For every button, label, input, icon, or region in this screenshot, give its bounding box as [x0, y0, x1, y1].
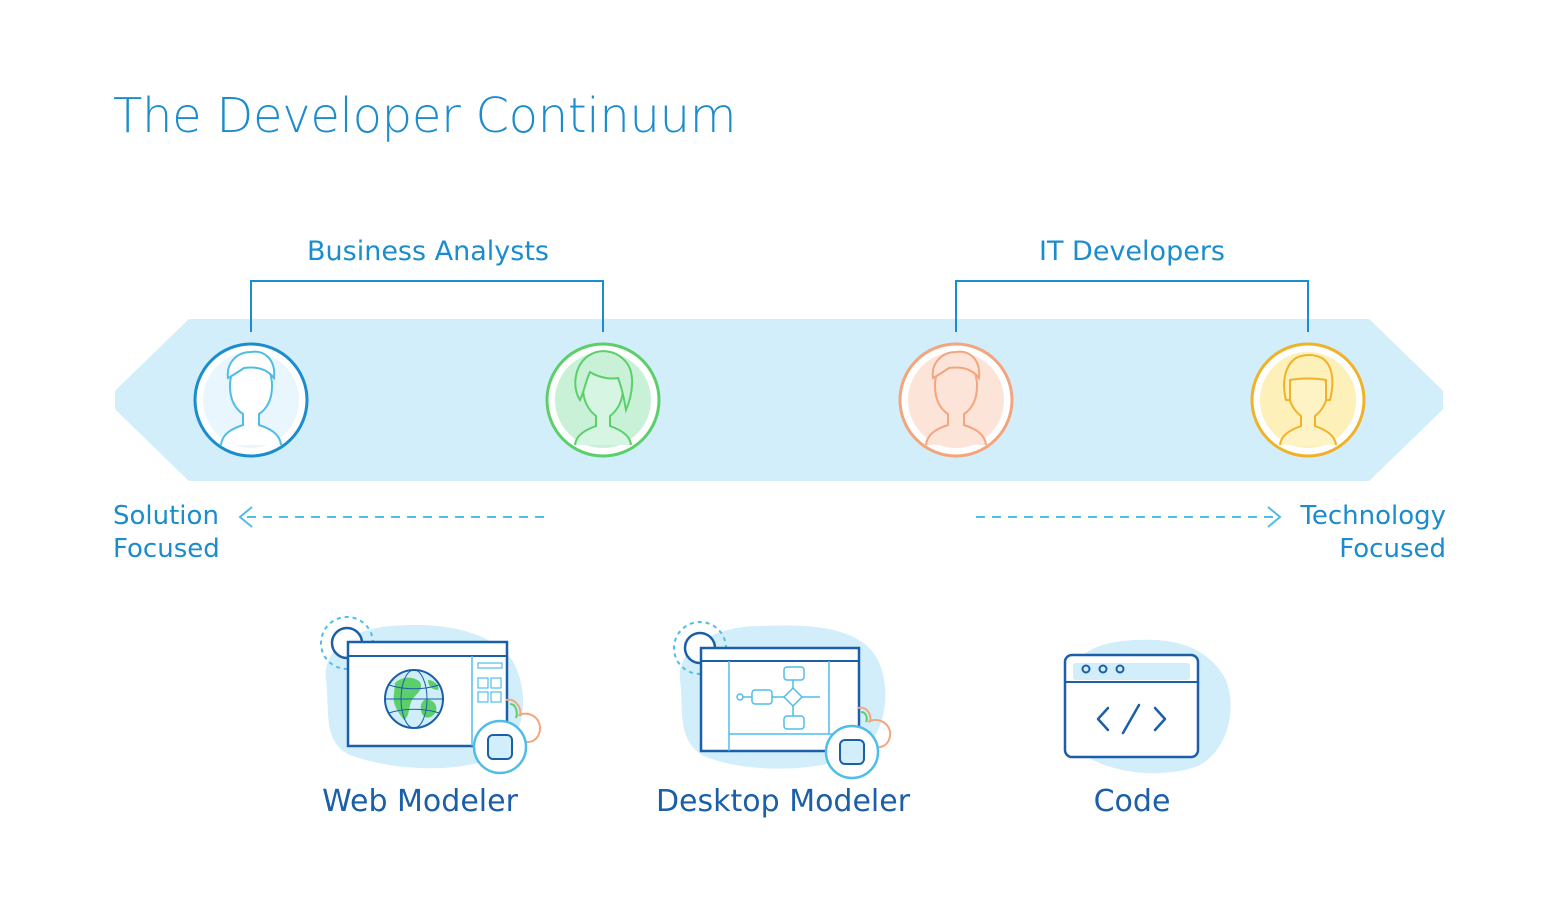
technology-label-line1: Technology: [1300, 501, 1446, 531]
code-icon: [1063, 639, 1231, 774]
desktop-modeler-label: Desktop Modeler: [655, 784, 911, 819]
it-developers-label: IT Developers: [1039, 236, 1225, 267]
web-modeler-label: Web Modeler: [322, 784, 518, 819]
it-developers-bracket: [955, 280, 1309, 332]
persona-female-yellow-icon: [1250, 342, 1366, 458]
persona-male-orange-icon: [898, 342, 1014, 458]
solution-focused-arrow: [238, 506, 544, 528]
persona-male-blue-icon: [193, 342, 309, 458]
persona-female-green-icon: [545, 342, 661, 458]
solution-focused-label: Solution Focused: [113, 500, 220, 566]
solution-label-line2: Focused: [113, 534, 220, 564]
continuum-band: [115, 319, 1443, 481]
technology-focused-arrow: [976, 506, 1282, 528]
business-analysts-bracket: [250, 280, 604, 332]
solution-label-line1: Solution: [113, 501, 219, 531]
web-modeler-icon: [320, 616, 542, 775]
technology-focused-label: Technology Focused: [1300, 500, 1446, 566]
business-analysts-label: Business Analysts: [307, 236, 549, 267]
desktop-modeler-icon: [673, 621, 892, 780]
page-title: The Developer Continuum: [113, 88, 737, 144]
technology-label-line2: Focused: [1339, 534, 1446, 564]
code-label: Code: [1093, 784, 1171, 819]
